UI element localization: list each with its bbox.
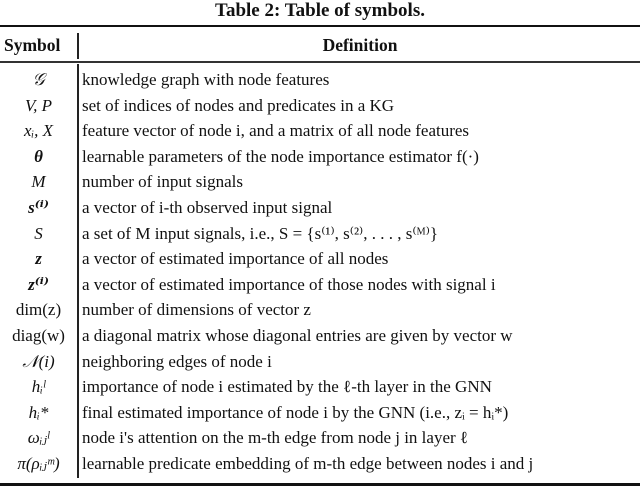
table-row: hᵢ* final estimated importance of node i…: [0, 400, 640, 426]
definition-cell: learnable predicate embedding of m-th ed…: [82, 453, 534, 473]
header-definition: Definition: [322, 35, 398, 55]
table-row: diag(w) a diagonal matrix whose diagonal…: [0, 323, 640, 349]
definition-cell: importance of node i estimated by the ℓ-…: [82, 377, 492, 397]
symbol-cell: z: [35, 249, 42, 269]
symbol-cell: θ: [34, 146, 43, 166]
table-row: S a set of M input signals, i.e., S = {s…: [0, 221, 640, 247]
definition-cell: a diagonal matrix whose diagonal entries…: [82, 325, 513, 345]
definition-cell: final estimated importance of node i by …: [82, 402, 509, 422]
column-divider: [77, 64, 79, 478]
definition-cell: node i's attention on the m-th edge from…: [82, 428, 469, 448]
definition-cell: a set of M input signals, i.e., S = {s⁽¹…: [82, 223, 439, 243]
definition-cell: knowledge graph with node features: [82, 70, 330, 89]
definition-cell: neighboring edges of node i: [82, 351, 272, 371]
symbol-cell: V, P: [24, 95, 53, 115]
definition-cell: a vector of estimated importance of all …: [82, 249, 389, 269]
table-row: xᵢ, X feature vector of node i, and a ma…: [0, 118, 640, 144]
symbol-cell: π(ρᵢⱼᵐ): [17, 453, 60, 473]
symbol-cell: ωᵢⱼˡ: [27, 428, 50, 448]
symbol-cell: hᵢˡ: [31, 377, 46, 397]
symbol-cell: hᵢ*: [28, 402, 49, 422]
table-row: ωᵢⱼˡ node i's attention on the m-th edge…: [0, 425, 640, 451]
table-row: M number of input signals: [0, 169, 640, 195]
table-row: z a vector of estimated importance of al…: [0, 246, 640, 272]
definition-cell: feature vector of node i, and a matrix o…: [82, 121, 470, 141]
symbol-cell: M: [31, 172, 46, 192]
header-divider: [77, 33, 79, 59]
definition-cell: a vector of i-th observed input signal: [82, 197, 333, 217]
table-caption: Table 2: Table of symbols.: [215, 0, 425, 21]
table-row: θ learnable parameters of the node impor…: [0, 144, 640, 170]
symbol-cell: z⁽ⁱ⁾: [28, 274, 49, 294]
table-row: π(ρᵢⱼᵐ) learnable predicate embedding of…: [0, 451, 640, 477]
definition-cell: number of dimensions of vector z: [82, 300, 311, 320]
definition-cell: number of input signals: [82, 172, 244, 192]
symbol-cell: 𝒩(i): [22, 351, 55, 371]
symbol-cell: xᵢ, X: [23, 121, 54, 141]
symbol-cell: 𝒢: [32, 70, 45, 89]
symbol-cell: s⁽ⁱ⁾: [28, 197, 49, 217]
bottom-rule: [0, 483, 640, 486]
header-symbol: Symbol: [4, 35, 61, 55]
header-rule: [0, 61, 640, 63]
table-row: 𝒩(i) neighboring edges of node i: [0, 349, 640, 375]
definition-cell: a vector of estimated importance of thos…: [82, 274, 496, 294]
definition-cell: set of indices of nodes and predicates i…: [82, 95, 395, 115]
table-row: hᵢˡ importance of node i estimated by th…: [0, 374, 640, 400]
definition-cell: learnable parameters of the node importa…: [82, 146, 479, 166]
symbol-table-body: 𝒢 knowledge graph with node features V, …: [0, 67, 640, 477]
symbol-cell: diag(w): [12, 325, 65, 345]
symbol-cell: S: [34, 223, 43, 243]
symbol-cell: dim(z): [15, 300, 62, 320]
table-row: V, P set of indices of nodes and predica…: [0, 93, 640, 119]
table-row: s⁽ⁱ⁾ a vector of i-th observed input sig…: [0, 195, 640, 221]
table-row: z⁽ⁱ⁾ a vector of estimated importance of…: [0, 272, 640, 298]
top-rule: [0, 25, 640, 27]
table-row: dim(z) number of dimensions of vector z: [0, 297, 640, 323]
table-row: 𝒢 knowledge graph with node features: [0, 67, 640, 93]
